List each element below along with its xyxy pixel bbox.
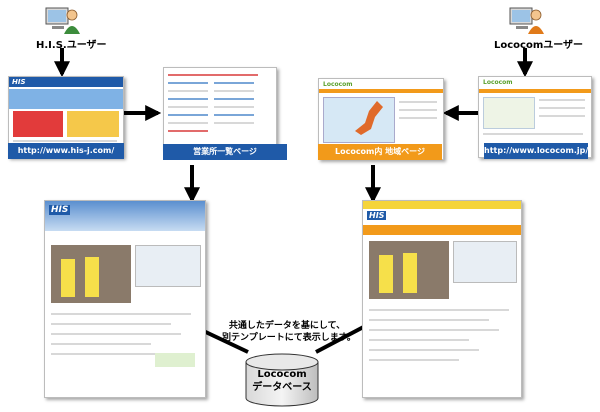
his-user-label: H.I.S.ユーザー (36, 36, 107, 51)
lococom-user-icon (508, 4, 544, 34)
database-label: Lococom データベース (244, 368, 320, 394)
database-label-line2: データベース (244, 381, 320, 394)
center-note-line1: 共通したデータを基にして、 (222, 320, 352, 332)
his-store-logo: HIS (49, 205, 70, 215)
database-label-line1: Lococom (244, 368, 320, 381)
his-site-logo: HIS (12, 78, 26, 86)
his-user-icon (44, 4, 80, 34)
lococom-user-label: Lococomユーザー (494, 36, 583, 51)
his-list-caption: 営業所一覧ページ (163, 144, 287, 160)
center-note: 共通したデータを基にして、 別テンプレートにて表示します。 (222, 320, 352, 344)
lococom-store-thumbnail: HIS (362, 200, 522, 398)
his-list-thumbnail (163, 67, 277, 149)
lococom-area-caption: Lococom内 地域ページ (318, 144, 442, 160)
his-store-thumbnail: HIS (44, 200, 206, 398)
center-note-line2: 別テンプレートにて表示します。 (222, 332, 352, 344)
lococom-site-url: http://www.lococom.jp/ (484, 143, 588, 159)
lococom-store-logo: HIS (367, 211, 386, 220)
his-site-url: http://www.his-j.com/ (8, 143, 124, 159)
